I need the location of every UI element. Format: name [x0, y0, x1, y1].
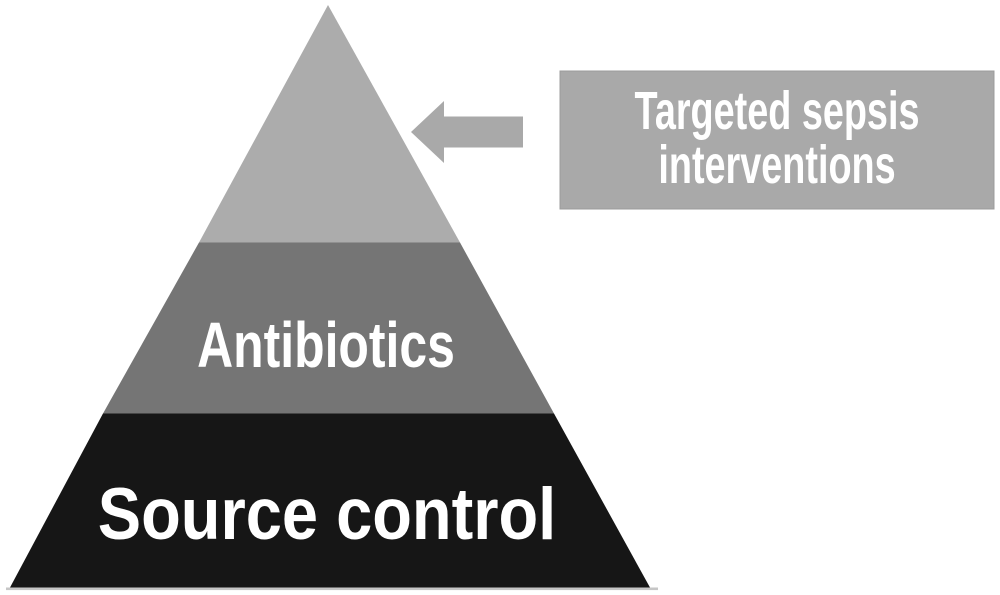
left-arrow-icon	[411, 101, 523, 163]
pyramid-bottom-label: Source control	[98, 472, 556, 554]
pyramid-middle-label: Antibiotics	[197, 310, 455, 381]
pyramid-bottom-level	[10, 413, 650, 588]
pyramid-base-shadow	[6, 587, 658, 591]
callout-text-line2: interventions	[658, 134, 895, 194]
callout-text-line1: Targeted sepsis	[635, 80, 920, 140]
pyramid-middle-level	[103, 242, 554, 414]
pyramid-top-level	[199, 5, 460, 243]
callout-box	[559, 70, 995, 210]
